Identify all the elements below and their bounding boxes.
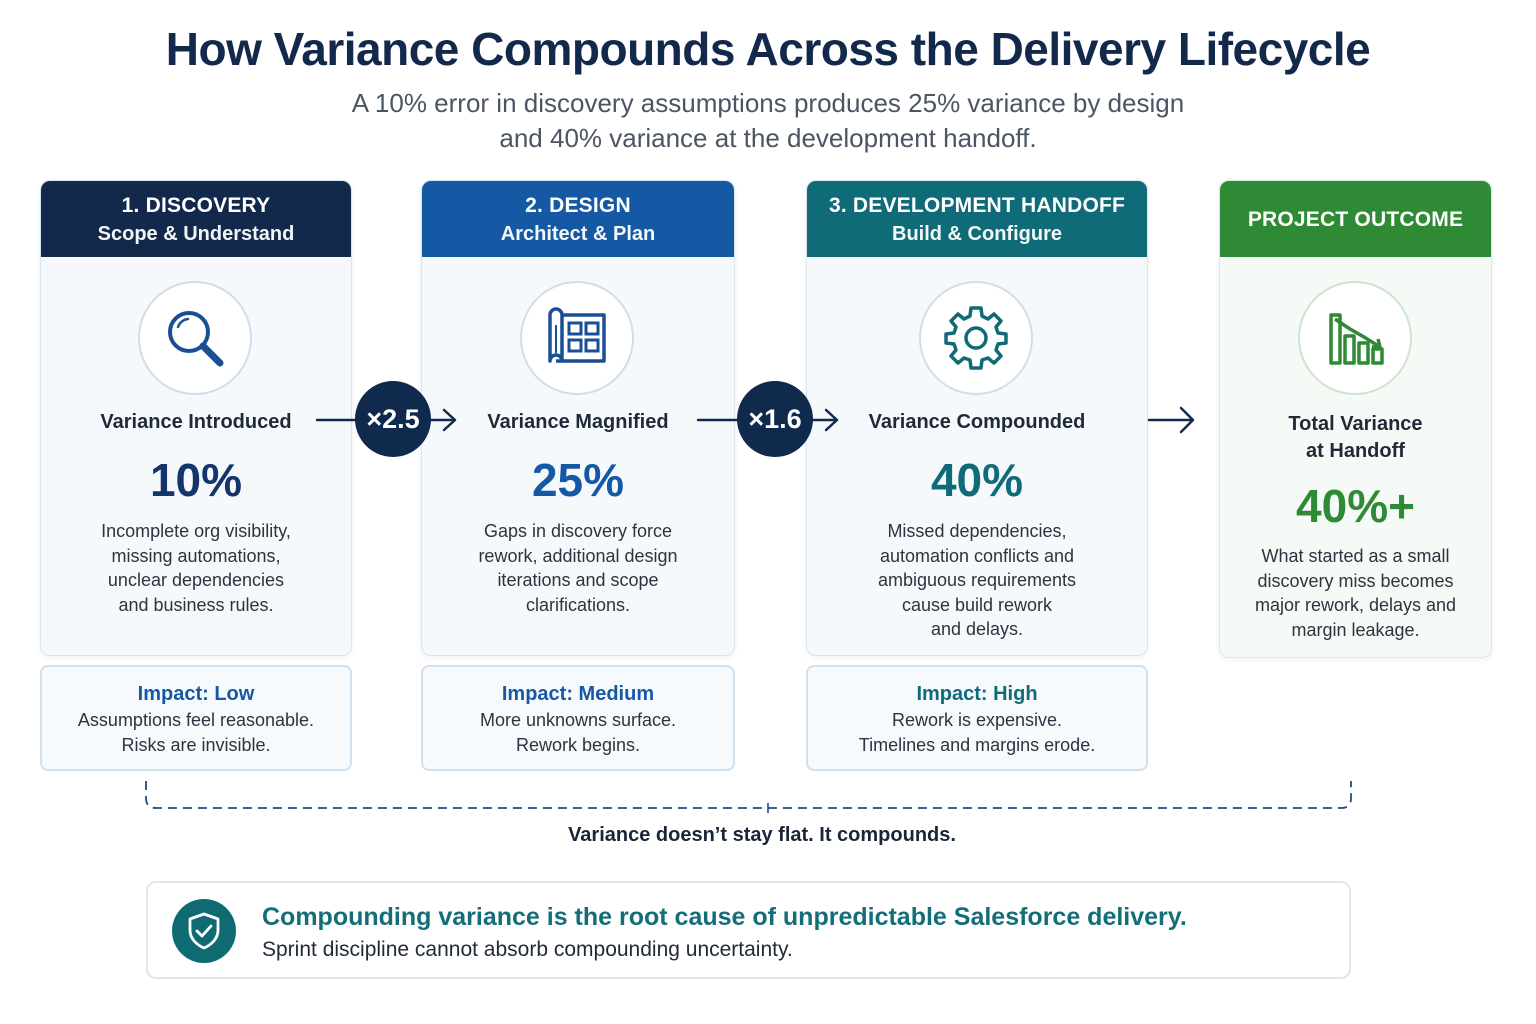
outcome-description: What started as a small discovery miss b… [1220,544,1491,642]
stage-variance-value: 40% [930,454,1024,506]
stage-description: Missed dependencies, automation conflict… [807,519,1147,642]
stage-variance-value: 25% [531,454,625,506]
impact-title: Impact: Medium [501,683,655,705]
desc-line: margin leakage. [1291,619,1420,640]
callout-title: Compounding variance is the root cause o… [262,903,1187,931]
desc-line: clarifications. [525,594,631,615]
desc-line: discovery miss becomes [1257,570,1454,591]
stage-label: Variance Compounded [868,411,1086,433]
desc-line: automation conflicts and [879,545,1075,566]
key-takeaway-callout: Compounding variance is the root cause o… [146,881,1351,979]
desc-line: What started as a small [1261,546,1450,566]
stage-development-card: 3. DEVELOPMENT HANDOFF Build & Configure… [806,180,1148,656]
stage-label: Variance Magnified [487,411,669,433]
stage-design-header: 2. DESIGN Architect & Plan [422,181,734,257]
multiplier-badge: ×2.5 [355,381,431,457]
subtitle-line-2: and 40% variance at the development hand… [499,123,1037,153]
declining-bar-chart-icon [1298,281,1412,395]
stage-description: Gaps in discovery force rework, addition… [422,519,734,617]
project-outcome-header: PROJECT OUTCOME [1220,181,1491,257]
stage-label: Variance Introduced [100,411,292,433]
outcome-label-line: at Handoff [1306,440,1405,462]
impact-box-development: Impact: High Rework is expensive. Timeli… [806,665,1148,771]
shield-check-icon [172,899,236,963]
desc-line: rework, additional design [478,545,678,566]
stage-development-header: 3. DEVELOPMENT HANDOFF Build & Configure [807,181,1147,257]
blueprint-icon [520,281,634,395]
desc-line: major rework, delays and [1254,595,1457,615]
stage-heading: 3. DEVELOPMENT HANDOFF [828,193,1126,217]
outcome-label: Total Variance at Handoff [1220,411,1491,465]
stage-subheading: Architect & Plan [500,222,656,245]
impact-box-design: Impact: Medium More unknowns surface. Re… [421,665,735,771]
desc-line: unclear dependencies [107,570,285,590]
stage-heading: 1. DISCOVERY [121,193,271,217]
stage-variance-value: 10% [149,454,243,506]
stage-subheading: Scope & Understand [97,222,295,245]
desc-line: cause build rework [901,594,1053,615]
outcome-heading: PROJECT OUTCOME [1247,207,1464,231]
desc-line: Incomplete org visibility, [101,521,291,541]
impact-title: Impact: High [916,683,1038,705]
multiplier-badge: ×1.6 [737,381,813,457]
magnifying-glass-icon [138,281,252,395]
stage-discovery-card: 1. DISCOVERY Scope & Understand Variance… [40,180,352,656]
impact-line: Timelines and margins erode. [858,734,1096,755]
project-outcome-card: PROJECT OUTCOME Total Variance at Handof… [1219,180,1492,658]
outcome-label-line: Total Variance [1288,413,1423,435]
gear-icon [919,281,1033,395]
impact-line: More unknowns surface. [479,710,677,730]
stage-heading: 2. DESIGN [525,193,631,217]
impact-line: Rework begins. [515,734,641,755]
subtitle-line-1: A 10% error in discovery assumptions pro… [351,88,1185,118]
impact-line: Risks are invisible. [121,734,271,755]
desc-line: iterations and scope [497,570,659,590]
stage-design-card: 2. DESIGN Architect & Plan Variance Magn… [421,180,735,656]
stage-subheading: Build & Configure [892,222,1062,245]
page-title: How Variance Compounds Across the Delive… [165,23,1371,75]
compound-note: Variance doesn’t stay flat. It compounds… [568,824,956,846]
page-subtitle: A 10% error in discovery assumptions pro… [268,86,1268,156]
impact-line: Assumptions feel reasonable. [77,710,315,730]
desc-line: ambiguous requirements [877,570,1077,590]
impact-box-discovery: Impact: Low Assumptions feel reasonable.… [40,665,352,771]
desc-line: and business rules. [118,594,274,615]
outcome-variance-value: 40%+ [1296,480,1415,532]
stage-description: Incomplete org visibility, missing autom… [41,519,351,617]
impact-title: Impact: Low [137,683,255,705]
desc-line: Missed dependencies, [887,521,1067,541]
stage-discovery-header: 1. DISCOVERY Scope & Understand [41,181,351,257]
desc-line: and delays. [930,619,1024,639]
desc-line: Gaps in discovery force [483,521,673,541]
impact-line: Rework is expensive. [891,710,1063,730]
desc-line: missing automations, [111,545,281,566]
callout-subtitle: Sprint discipline cannot absorb compound… [262,938,793,961]
